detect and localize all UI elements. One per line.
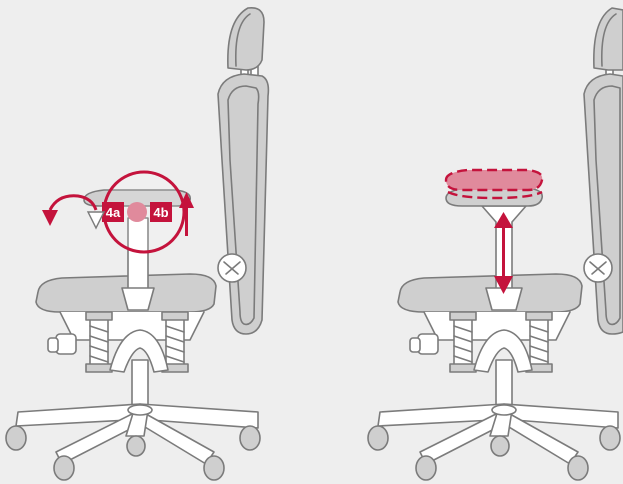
left-backrest (218, 74, 268, 334)
left-adjustment-overlay: 4a 4b (42, 172, 194, 252)
label-4b: 4b (153, 205, 168, 220)
left-seat (36, 274, 216, 340)
right-backrest (584, 74, 623, 334)
badge-4a: 4a (102, 202, 124, 222)
label-4a: 4a (106, 205, 121, 220)
right-chair (368, 8, 623, 480)
right-seat (398, 274, 582, 340)
adjust-knob (127, 202, 147, 222)
badge-4b: 4b (150, 202, 172, 222)
